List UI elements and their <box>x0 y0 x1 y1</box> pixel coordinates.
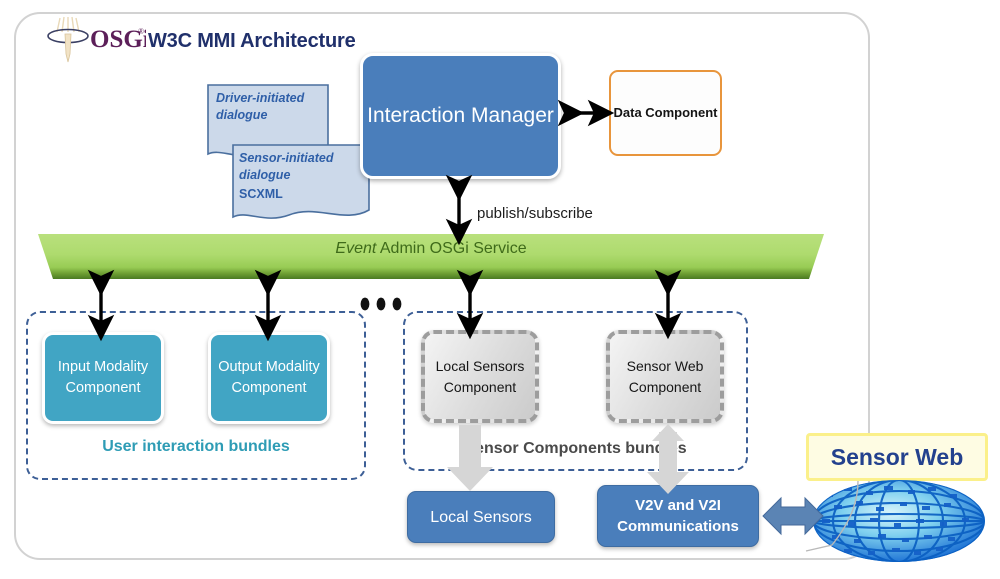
sensor-web-globe-icon <box>813 480 985 562</box>
user-interaction-bundles-group <box>26 311 366 480</box>
publish-subscribe-label: publish/subscribe <box>477 205 593 222</box>
sensor-components-bundles-group <box>403 311 748 471</box>
sensor-dialogue-line2: dialogue <box>239 168 291 182</box>
input-modality-component-box[interactable]: Input Modality Component <box>42 332 164 424</box>
interaction-manager-box[interactable]: Interaction Manager <box>360 53 561 179</box>
driver-dialogue-line1: Driver-initiated <box>216 91 305 105</box>
user-interaction-bundles-label: User interaction bundles <box>102 438 290 455</box>
local-sensors-box[interactable]: Local Sensors <box>407 491 555 543</box>
sensor-dialogue-line3: SCXML <box>239 187 283 201</box>
driver-dialogue-line2: dialogue <box>216 108 268 122</box>
svg-text:®: ® <box>138 27 144 36</box>
ellipsis-dots <box>360 297 402 311</box>
osgi-logo-icon: OSGi ® <box>47 16 146 63</box>
sensor-components-bundles-label: Sensor Components bundles <box>464 440 687 457</box>
sensor-web-component-box[interactable]: Sensor Web Component <box>606 330 724 423</box>
event-admin-service-bar[interactable] <box>38 234 824 279</box>
osgi-logo-text: OSGi <box>90 26 146 53</box>
sensor-dialogue-document <box>232 144 370 219</box>
data-component-box[interactable]: Data Component <box>609 70 722 156</box>
sensor-web-callout: Sensor Web <box>806 433 988 481</box>
v2v-v2i-communications-box[interactable]: V2V and V2I Communications <box>597 485 759 547</box>
sensor-dialogue-line1: Sensor-initiated <box>239 151 334 165</box>
page-title: W3C MMI Architecture <box>148 30 356 52</box>
output-modality-component-box[interactable]: Output Modality Component <box>208 332 330 424</box>
local-sensors-component-box[interactable]: Local Sensors Component <box>421 330 539 423</box>
